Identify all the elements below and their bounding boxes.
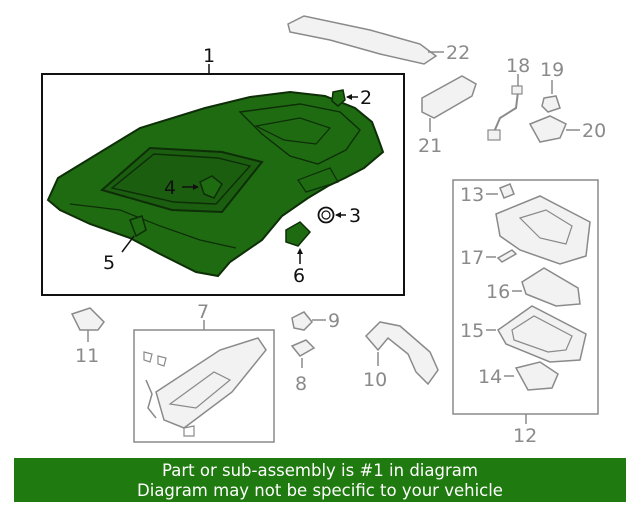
harness-part-18[interactable] (493, 91, 519, 133)
main-assembly-box (41, 73, 405, 296)
hook-part-5[interactable] (129, 215, 147, 238)
callout-19[interactable]: 19 (540, 59, 564, 81)
callout-1[interactable]: 1 (203, 45, 215, 67)
callout-8[interactable]: 8 (295, 373, 307, 395)
callout-4[interactable]: 4 (164, 177, 176, 199)
bracket-part-4[interactable] (199, 175, 223, 199)
callout-14[interactable]: 14 (478, 366, 502, 388)
callout-2[interactable]: 2 (360, 87, 372, 109)
bezel-part-15[interactable] (497, 305, 587, 363)
callout-15[interactable]: 15 (460, 320, 484, 342)
callout-11[interactable]: 11 (75, 345, 99, 367)
clip-part-8[interactable] (290, 339, 316, 357)
callout-5[interactable]: 5 (103, 252, 115, 274)
callout-21[interactable]: 21 (418, 135, 442, 157)
lamp-part-6[interactable] (285, 221, 312, 247)
cap-part-13[interactable] (499, 183, 515, 199)
callout-16[interactable]: 16 (486, 281, 510, 303)
grommet-part-3[interactable] (317, 206, 335, 224)
callout-9[interactable]: 9 (328, 310, 340, 332)
footer-line-2: Diagram may not be specific to your vehi… (137, 481, 503, 500)
clip-part-2[interactable] (331, 89, 346, 107)
callout-6[interactable]: 6 (293, 265, 305, 287)
callout-3[interactable]: 3 (349, 205, 361, 227)
callout-13[interactable]: 13 (460, 184, 484, 206)
lamp-part-14[interactable] (514, 361, 559, 391)
bulb-part-19[interactable] (541, 95, 561, 113)
holder-part-9[interactable] (291, 311, 314, 331)
footer-banner: Part or sub-assembly is #1 in diagram Di… (14, 458, 626, 502)
lamp-part-11[interactable] (70, 307, 105, 331)
callout-12[interactable]: 12 (513, 425, 537, 447)
console-part-21[interactable] (421, 75, 477, 119)
trim-part-22[interactable] (287, 15, 438, 65)
handle-part-10[interactable] (364, 321, 439, 386)
callout-20[interactable]: 20 (582, 120, 606, 142)
sunvisor[interactable] (155, 337, 267, 429)
callout-10[interactable]: 10 (363, 369, 387, 391)
footer-line-1: Part or sub-assembly is #1 in diagram (162, 461, 478, 480)
callout-18[interactable]: 18 (506, 55, 530, 77)
console-housing[interactable] (495, 195, 591, 265)
callout-7[interactable]: 7 (197, 301, 209, 323)
callout-17[interactable]: 17 (460, 247, 484, 269)
callout-22[interactable]: 22 (446, 42, 470, 64)
switch-part-20[interactable] (528, 115, 567, 143)
lens-part-16[interactable] (521, 267, 581, 307)
strip-part-17[interactable] (496, 249, 518, 263)
